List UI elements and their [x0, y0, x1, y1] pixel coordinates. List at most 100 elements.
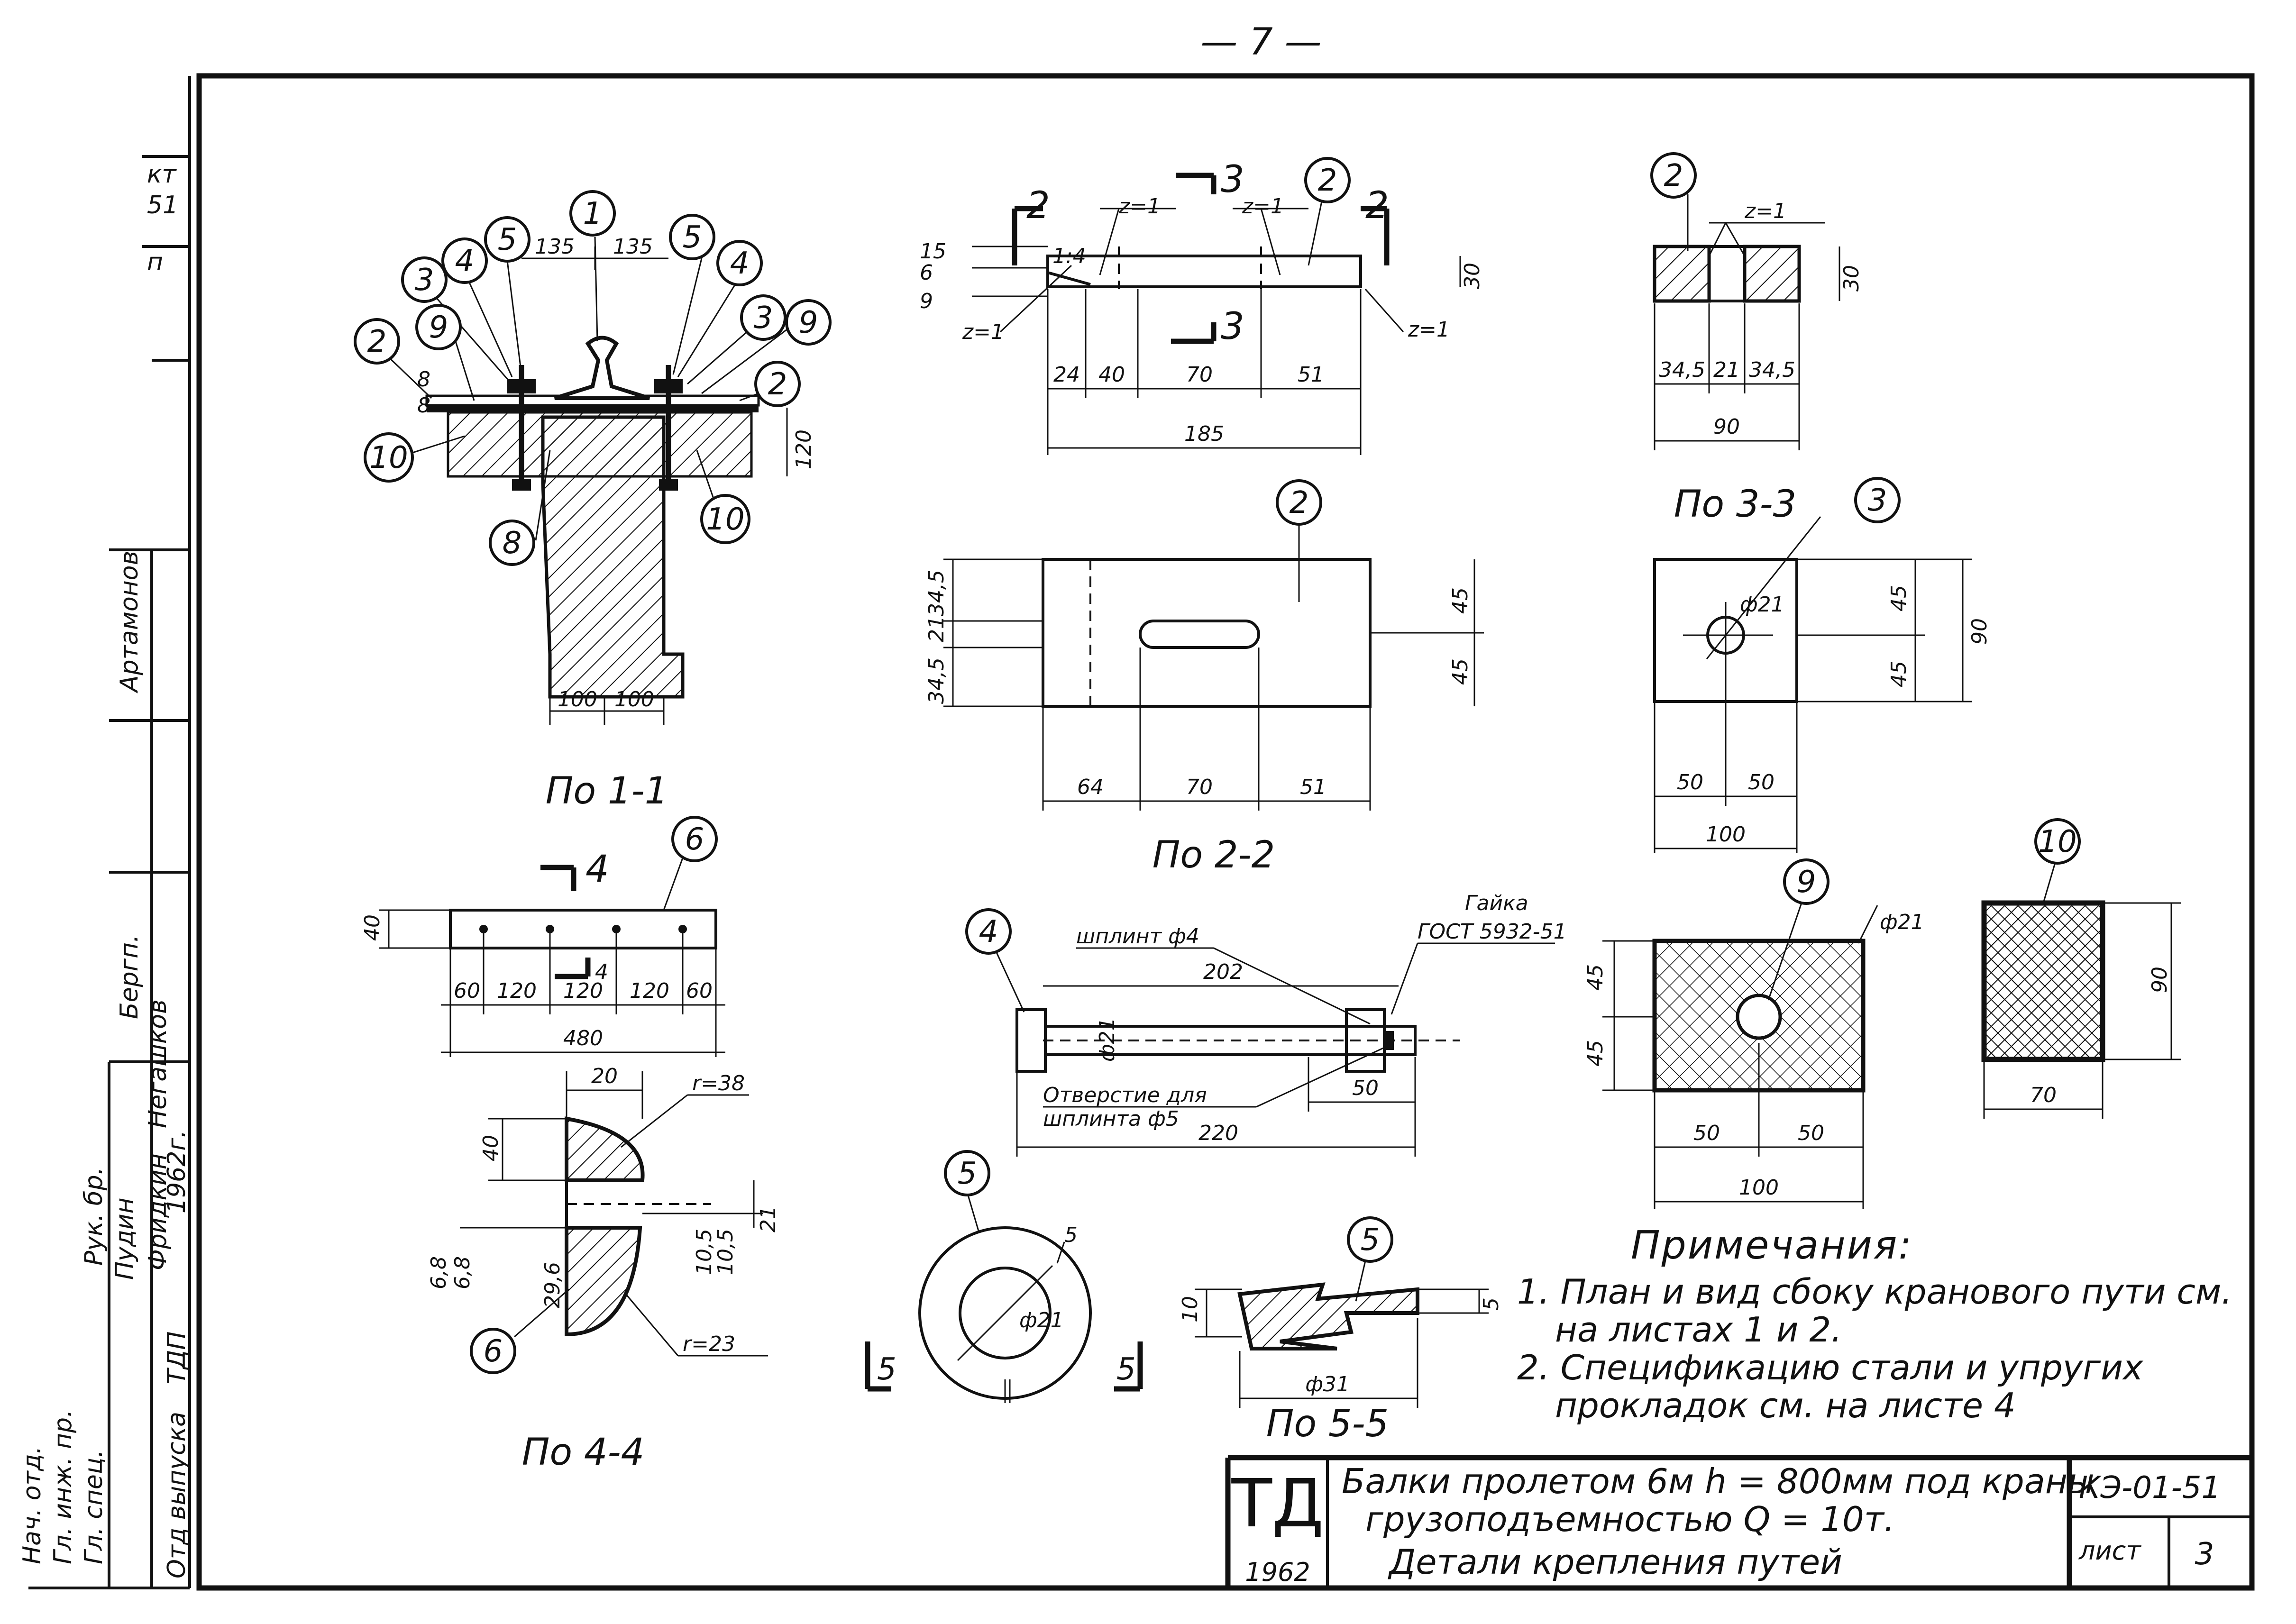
dim-label: 120: [563, 979, 603, 1003]
side-issue-label: Отд выпуска: [163, 1412, 191, 1578]
notes-heading: Примечания:: [1631, 1223, 1913, 1268]
beam-web: [541, 415, 685, 699]
plate-outline: [1042, 558, 1372, 708]
section-right-half: [1743, 245, 1801, 303]
section-lower-half: [565, 1226, 642, 1337]
washer-inner: [959, 1267, 1052, 1359]
dim-label: 21: [756, 1206, 780, 1232]
dim-label: 70: [2030, 1083, 2057, 1107]
callout-number: 3: [1868, 483, 1887, 518]
dim-label: 40: [1098, 363, 1125, 387]
slope-label: 1:4: [1052, 244, 1086, 268]
bolt-head: [1015, 1008, 1047, 1073]
dim-label: 34,5: [924, 570, 949, 616]
view-caption: По 3-3: [1674, 483, 1797, 526]
callout-number: 6: [685, 822, 704, 857]
side-name: Пудин: [110, 1197, 139, 1280]
section-mark: 3: [1221, 305, 1244, 348]
section-mark: 4: [585, 848, 609, 891]
dim-label: 100: [1739, 1176, 1779, 1200]
view-caption: По 1-1: [546, 770, 668, 812]
callout-number: 1: [583, 196, 603, 231]
dim-label: 6: [920, 261, 933, 285]
dim-label: 8: [417, 367, 430, 392]
callout-number: 5: [683, 220, 702, 255]
pad-hole: [1736, 994, 1782, 1040]
callout-number: 9: [1797, 865, 1816, 900]
dim-label: 51: [1300, 775, 1326, 799]
radius-label: r=23: [683, 1332, 735, 1356]
title-line: грузоподъемностью Q = 10т.: [1365, 1499, 1895, 1539]
side-surname: Бергп.: [115, 934, 144, 1019]
section-mark: 2: [1026, 184, 1050, 227]
side-surname: Артамонов: [115, 551, 144, 693]
strip-outline: [449, 909, 717, 949]
dim-label: 90: [2148, 967, 2172, 993]
view-washer-5-5: 10 5 ф31 5 По 5-5: [1178, 1216, 1503, 1445]
section-mark: 2: [1365, 184, 1389, 227]
dim-label: 34,5: [1749, 358, 1795, 382]
nut-left: [507, 379, 536, 393]
view-plate-2-side: 2 2 3 3 1:4 z=1 z=1 z=1 z=1 15 6 9 30 24…: [920, 157, 1484, 455]
side-code: кт: [147, 160, 177, 189]
slot: [1139, 620, 1260, 649]
callout-number: 9: [429, 310, 448, 345]
slope-label: z=1: [1408, 318, 1450, 342]
callout-number: 6: [484, 1334, 503, 1369]
title-line: Балки пролетом 6м h = 800мм под краны: [1342, 1461, 2095, 1501]
callout-number: 5: [1361, 1223, 1380, 1258]
sheet-number: 3: [2195, 1537, 2214, 1572]
dim-label: 50: [1693, 1121, 1720, 1145]
view-caption: По 5-5: [1266, 1403, 1389, 1445]
dim-label: 220: [1198, 1121, 1238, 1145]
dim-label: 90: [1967, 618, 1992, 645]
dim-label: 45: [1887, 585, 1911, 611]
callout-group: 1 2 2 3 3 4 4 5 5 8 9 9 10 10: [354, 190, 832, 566]
dim-label: 40: [360, 914, 384, 941]
section-mark: 5: [1116, 1352, 1136, 1387]
dim-label: 50: [1677, 770, 1703, 794]
section-mark: 5: [877, 1352, 896, 1387]
view-pad-10: 90 70 10: [1981, 818, 2181, 1119]
drawing-code: КЭ-01-51: [2079, 1470, 2221, 1505]
view-part-6: 4 4 40 60 120 120 120 60 480 6: [360, 816, 725, 1057]
dim-label: 5: [1479, 1297, 1503, 1311]
side-role: Гл. инж. пр.: [49, 1410, 77, 1565]
dim-label: 30: [1839, 265, 1864, 292]
bolt-label: шплинт ф4: [1076, 924, 1199, 949]
side-role: Рук. бр.: [80, 1167, 108, 1266]
note-line: 2. Спецификацию стали и упругих: [1517, 1348, 2144, 1387]
title-year: 1962: [1245, 1557, 1310, 1587]
dim-label: 10,5: [713, 1229, 738, 1275]
dim-label: 9: [920, 289, 933, 313]
dim-label: 45: [1448, 658, 1473, 685]
dim-label: 120: [792, 429, 816, 469]
dim-label: 135: [535, 235, 575, 259]
crane-rail: [554, 336, 650, 400]
callout-number: 2: [768, 367, 787, 402]
side-role: Гл. спец.: [80, 1450, 108, 1564]
view-plate-2-plan: 34,5 21 34,5 45 45 64 70 51 2 По 2-2: [924, 479, 1484, 876]
view-plate-3: ф21 45 45 90 50 50 100 3: [1653, 477, 1992, 853]
dim-label: 29,6: [540, 1262, 565, 1308]
side-role: Нач. отд.: [18, 1446, 46, 1564]
dim-label: 64: [1077, 775, 1104, 799]
view-washer-5: ф21 5 5 5 5: [865, 1150, 1143, 1403]
side-name: Фридкин: [144, 1153, 172, 1270]
dim-label: 45: [1583, 964, 1608, 991]
dim-label: 30: [1460, 263, 1484, 289]
title-line: Детали крепления путей: [1388, 1542, 1842, 1582]
view-pad-9: ф21 45 45 50 50 100 9: [1583, 858, 1924, 1209]
callout-number: 5: [958, 1156, 977, 1191]
slope-label: z=1: [962, 320, 1004, 344]
dim-label: 45: [1583, 1040, 1608, 1067]
dim-label: 60: [686, 979, 713, 1003]
pad-outline: [1981, 900, 2105, 1062]
dim-label: 135: [613, 235, 653, 259]
callout-number: 2: [1664, 158, 1683, 193]
callout-number: 3: [415, 263, 434, 298]
radius-label: r=38: [692, 1071, 745, 1095]
dim-label: 100: [614, 687, 654, 712]
bolt-label: ГОСТ 5932-51: [1418, 920, 1567, 944]
callout-number: 10: [706, 502, 744, 537]
